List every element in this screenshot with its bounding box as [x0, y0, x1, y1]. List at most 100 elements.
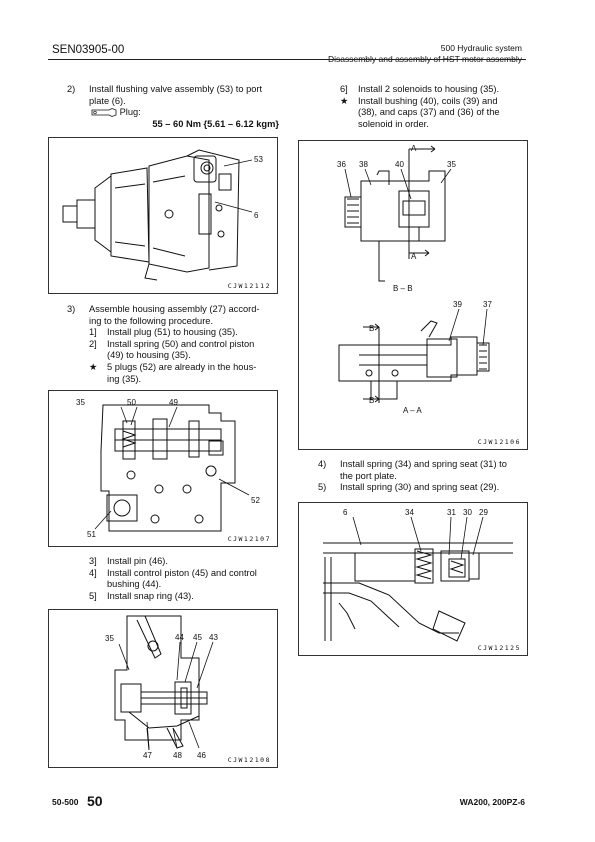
- step-text: Install spring (34) and spring seat (31)…: [340, 459, 507, 469]
- label-36: 36: [337, 160, 346, 169]
- document-code: SEN03905-00: [52, 44, 125, 56]
- plug-wrench-icon: [91, 108, 117, 118]
- substep-text: Install plug (51) to housing (35).: [107, 327, 238, 338]
- step-4: 4) Install spring (34) and spring seat (…: [318, 459, 526, 482]
- substep-text: Install control piston (45) and control: [107, 567, 257, 578]
- figure-flushing-valve: 53 6 CJW12112: [48, 137, 278, 294]
- substep-number: 2]: [89, 338, 97, 349]
- motor-drawing: 53 6: [62, 149, 263, 281]
- label-50: 50: [127, 398, 136, 407]
- section-marker-a-bottom: A: [411, 252, 417, 261]
- substeps-6: 6] Install 2 solenoids to housing (35). …: [340, 84, 526, 130]
- label-39: 39: [453, 300, 462, 309]
- step-2: 2) Install flushing valve assembly (53) …: [67, 84, 279, 130]
- substep-5: 5] Install snap ring (43).: [89, 591, 279, 603]
- substep-number: 4]: [89, 567, 97, 578]
- step-5: 5) Install spring (30) and spring seat (…: [318, 482, 526, 494]
- substeps-3-5: 3] Install pin (46). 4] Install control …: [89, 556, 279, 602]
- piston-bushing-drawing: 35 44 45 43 47 48 46: [105, 615, 218, 760]
- step-text: Install spring (30) and spring seat (29)…: [340, 482, 500, 493]
- note-text: ing (35).: [107, 373, 142, 384]
- label-31: 31: [447, 508, 456, 517]
- star-icon: ★: [340, 95, 349, 106]
- system-title: 500 Hydraulic system: [440, 43, 522, 53]
- label-30: 30: [463, 508, 472, 517]
- note-text: solenoid in order.: [358, 118, 429, 129]
- star-icon: ★: [89, 361, 98, 372]
- substep-text: (49) to housing (35).: [107, 350, 191, 361]
- housing-drawing: 35 50 49 52 51: [76, 398, 260, 539]
- label-49: 49: [169, 398, 178, 407]
- figure-id: CJW12107: [227, 535, 271, 543]
- substep-text: Install pin (46).: [107, 556, 168, 566]
- tool-line: Plug:: [91, 107, 279, 119]
- label-44: 44: [175, 633, 184, 642]
- figure-springs-seats: 6 34 31 30 29 CJW12125: [298, 502, 528, 656]
- label-51: 51: [87, 530, 96, 539]
- step-number: 2): [67, 84, 76, 94]
- label-40: 40: [395, 160, 404, 169]
- substep-number: 3]: [89, 556, 97, 566]
- steps-4-5: 4) Install spring (34) and spring seat (…: [318, 459, 526, 494]
- substep-text: Install 2 solenoids to housing (35).: [358, 84, 500, 94]
- section-marker-a-top: A: [411, 144, 417, 153]
- section-marker-b-top: B: [369, 324, 374, 333]
- label-34: 34: [405, 508, 414, 517]
- label-6: 6: [343, 508, 348, 517]
- label-37: 37: [483, 300, 492, 309]
- label-52: 52: [251, 496, 260, 505]
- footer-page-number: 50: [87, 793, 103, 809]
- label-48: 48: [173, 751, 182, 760]
- figure-id: CJW12106: [477, 438, 521, 446]
- figure-id: CJW12108: [227, 756, 271, 764]
- note-text: (38), and caps (37) and (36) of the: [358, 107, 500, 118]
- section-marker-b-bottom: B: [369, 396, 374, 405]
- substep-6: 6] Install 2 solenoids to housing (35).: [340, 84, 526, 96]
- torque-value: 55 – 60 Nm {5.61 – 6.12 kgm}: [152, 118, 279, 129]
- step-text: Assemble housing assembly (27) accord-: [89, 304, 260, 314]
- substep-3: 3] Install pin (46).: [89, 556, 279, 568]
- figure-id: CJW12112: [227, 282, 271, 290]
- step-text: ing to the following procedure.: [89, 315, 214, 326]
- substep-number: 1]: [89, 327, 97, 338]
- solenoid-drawing: 36 38 40 35 39 37 A A B B B – B A – A: [337, 144, 492, 415]
- tool-label: Plug:: [119, 107, 141, 118]
- header-rule: [48, 59, 526, 60]
- step-text: the port plate.: [340, 470, 397, 481]
- figure-pin-piston-bushing: 35 44 45 43 47 48 46 CJW12108: [48, 609, 278, 768]
- caption-bb: B – B: [393, 284, 413, 293]
- step-number: 5): [318, 482, 327, 493]
- label-45: 45: [193, 633, 202, 642]
- substep-text: Install snap ring (43).: [107, 590, 194, 601]
- substep-4: 4] Install control piston (45) and contr…: [89, 568, 279, 591]
- header-titles: 500 Hydraulic system Disassembly and ass…: [328, 43, 522, 65]
- label-43: 43: [209, 633, 218, 642]
- note-star: ★ Install bushing (40), coils (39) and (…: [340, 96, 526, 131]
- footer-model: WA200, 200PZ-6: [459, 797, 525, 807]
- step-text: plate (6).: [89, 95, 126, 106]
- label-29: 29: [479, 508, 488, 517]
- label-47: 47: [143, 751, 152, 760]
- label-38: 38: [359, 160, 368, 169]
- note-text: 5 plugs (52) are already in the hous-: [107, 361, 257, 372]
- footer-section-code: 50-500: [52, 797, 79, 807]
- label-53: 53: [254, 155, 263, 164]
- label-35: 35: [447, 160, 456, 169]
- label-35: 35: [105, 634, 114, 643]
- substep-number: 5]: [89, 590, 97, 601]
- note-text: Install bushing (40), coils (39) and: [358, 95, 498, 106]
- figure-solenoid-sections: 36 38 40 35 39 37 A A B B B – B A – A CJ…: [298, 140, 528, 450]
- substep-2: 2] Install spring (50) and control pisto…: [89, 339, 279, 362]
- substep-1: 1] Install plug (51) to housing (35).: [89, 327, 279, 339]
- note-star: ★ 5 plugs (52) are already in the hous- …: [89, 362, 279, 385]
- substep-text: bushing (44).: [107, 579, 162, 590]
- step-number: 4): [318, 459, 327, 469]
- label-35: 35: [76, 398, 85, 407]
- step-number: 3): [67, 304, 76, 314]
- caption-aa: A – A: [403, 406, 422, 415]
- figure-id: CJW12125: [477, 644, 521, 652]
- label-6: 6: [254, 211, 259, 220]
- step-text: Install flushing valve assembly (53) to …: [89, 84, 263, 94]
- substep-number: 6]: [340, 84, 348, 94]
- port-plate-drawing: 6 34 31 30 29: [323, 508, 513, 642]
